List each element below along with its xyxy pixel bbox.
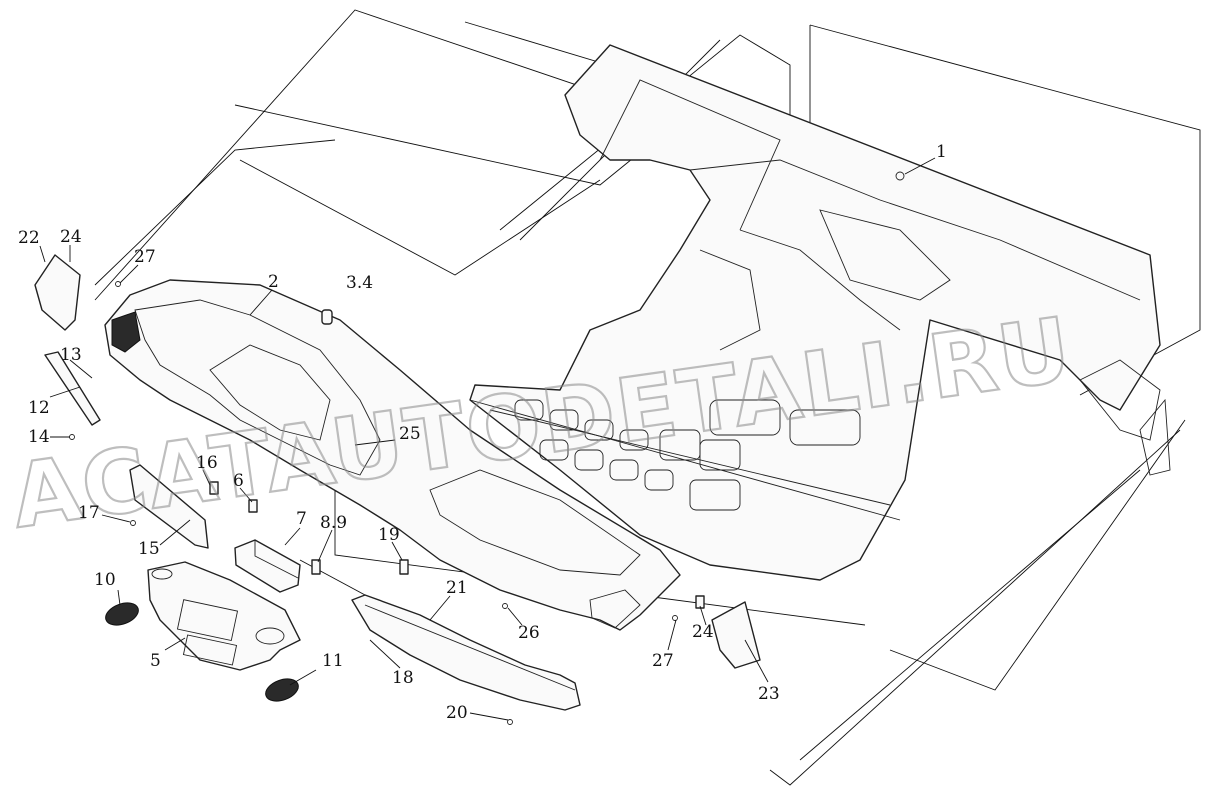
callout-18: 18 xyxy=(392,668,414,688)
callout-leaders xyxy=(39,157,936,721)
callout-23: 23 xyxy=(758,684,780,704)
callout-7: 7 xyxy=(296,509,307,529)
floor-ribs xyxy=(514,399,861,511)
callout-labels: 1 2 3.4 5 6 7 8.9 10 11 12 13 14 15 16 1… xyxy=(18,142,947,723)
callout-11: 11 xyxy=(322,651,344,671)
callout-10: 10 xyxy=(94,570,116,590)
left-side-bracket xyxy=(34,254,81,331)
callout-26: 26 xyxy=(518,623,540,643)
left-trim-strip xyxy=(129,464,209,549)
callout-21: 21 xyxy=(446,578,468,598)
callout-2: 2 xyxy=(268,272,279,292)
callout-3-4: 3.4 xyxy=(346,273,373,293)
callout-6: 6 xyxy=(233,471,244,491)
callout-27-right: 27 xyxy=(652,651,674,671)
callout-19: 19 xyxy=(378,525,400,545)
switch-bracket xyxy=(44,351,101,426)
callout-12: 12 xyxy=(28,398,50,418)
lower-glovebox-panel xyxy=(351,594,581,711)
air-vent-right xyxy=(265,678,299,702)
dashboard-panel xyxy=(104,279,681,631)
center-console-bezel xyxy=(147,561,301,671)
callout-1: 1 xyxy=(936,142,947,162)
callout-8-9: 8.9 xyxy=(320,513,347,533)
callout-16: 16 xyxy=(196,453,218,473)
callout-24-right: 24 xyxy=(692,622,714,642)
callout-14: 14 xyxy=(28,427,50,447)
cab-body-assembly xyxy=(469,44,1171,581)
fasteners xyxy=(69,281,705,725)
right-side-cover xyxy=(711,601,761,669)
callout-17: 17 xyxy=(78,503,100,523)
storage-tray xyxy=(234,539,301,593)
callout-20: 20 xyxy=(446,703,468,723)
callout-13: 13 xyxy=(60,345,82,365)
callout-22: 22 xyxy=(18,228,40,248)
callout-15: 15 xyxy=(138,539,160,559)
callout-24-left: 24 xyxy=(60,227,82,247)
callout-5: 5 xyxy=(150,651,161,671)
callout-25: 25 xyxy=(399,424,421,444)
callout-27-left: 27 xyxy=(134,247,156,267)
air-vent-left xyxy=(105,602,139,626)
